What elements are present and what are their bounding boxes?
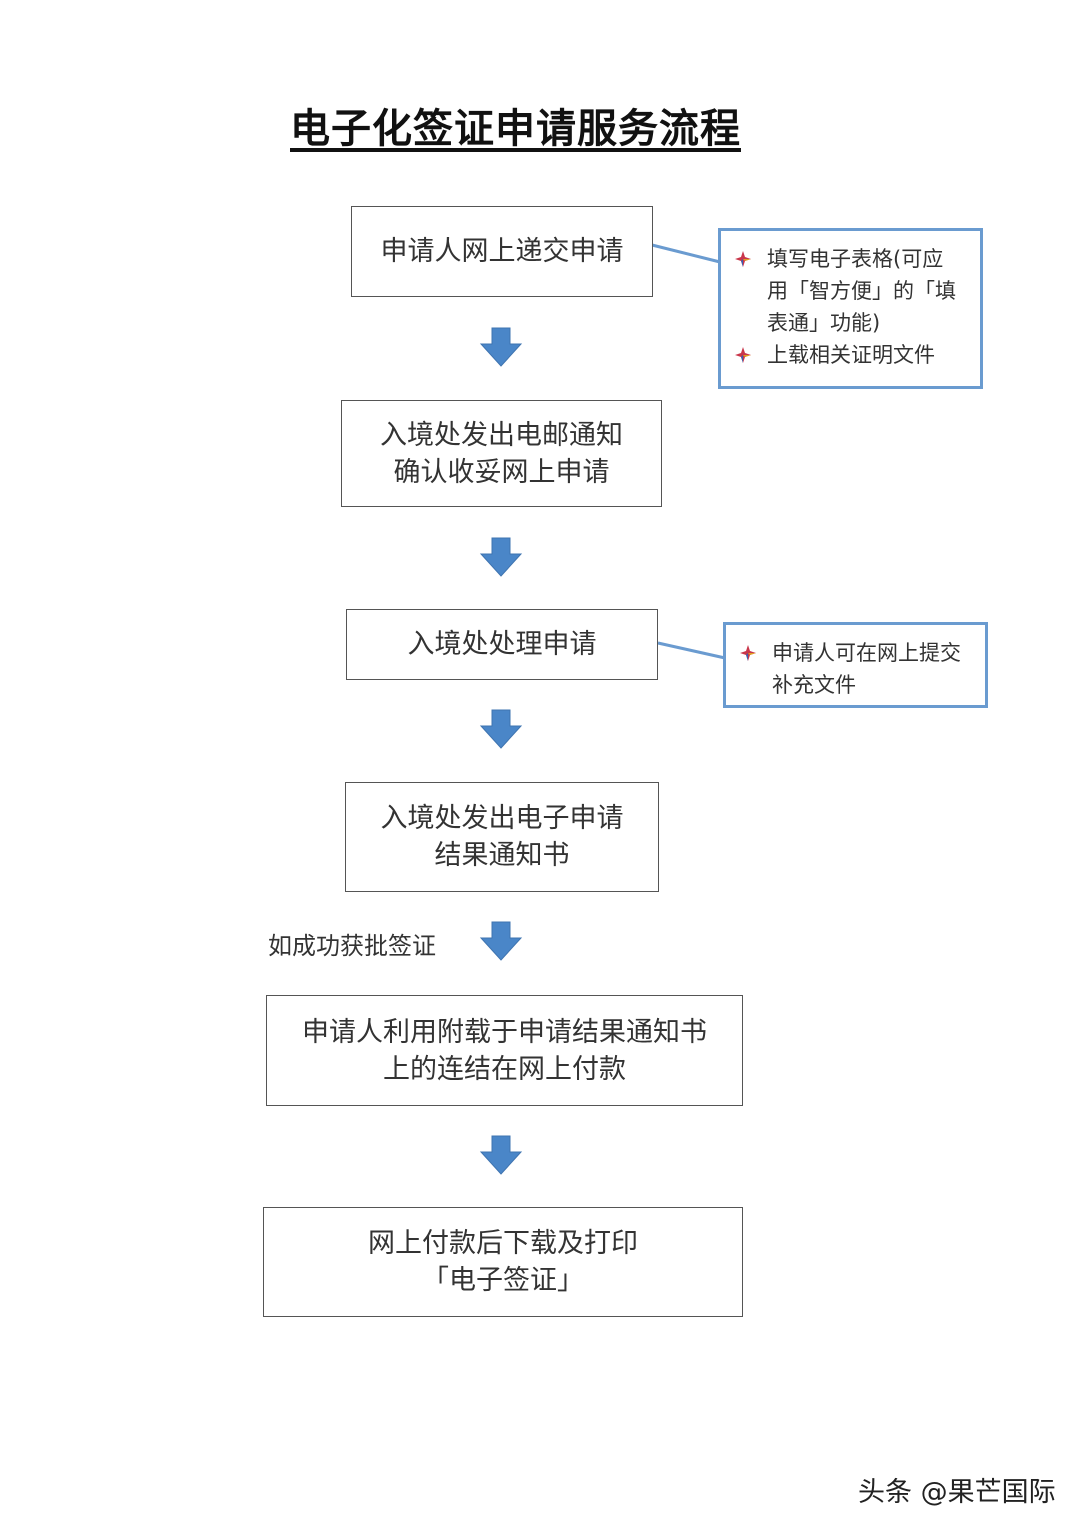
step-text: 入境处处理申请: [407, 629, 597, 660]
step-text: 入境处发出电邮通知: [380, 419, 623, 451]
down-arrow-4: [479, 921, 523, 961]
step-text: 申请人利用附载于申请结果通知书: [302, 1016, 707, 1048]
step-text: 网上付款后下载及打印: [368, 1228, 638, 1259]
step-text: 申请人网上递交申请: [380, 236, 624, 267]
connector-line-note-1: [651, 243, 721, 264]
bullet-icon: [738, 637, 772, 669]
note-bullet-item: 上载相关证明文件: [733, 339, 970, 371]
step-text: 上的连结在网上付款: [383, 1053, 626, 1085]
bullet-icon: [733, 339, 767, 371]
note-text: 申请人可在网上提交: [772, 641, 961, 665]
step-online-payment: 申请人利用附载于申请结果通知书 上的连结在网上付款: [266, 995, 743, 1106]
bullet-icon: [733, 243, 767, 275]
down-arrow-3: [479, 709, 523, 749]
note-text: 上载相关证明文件: [767, 343, 935, 367]
note-text: 填写电子表格(可应: [767, 247, 944, 271]
down-arrow-1: [479, 327, 523, 367]
step-result-notice: 入境处发出电子申请 结果通知书: [345, 782, 659, 892]
connector-line-note-2: [657, 641, 726, 660]
page-title: 电子化签证申请服务流程: [290, 106, 741, 152]
step-download-evisa: 网上付款后下载及打印 「电子签证」: [263, 1207, 743, 1317]
down-arrow-5: [479, 1135, 523, 1175]
step-text: 结果通知书: [434, 840, 570, 871]
step-email-confirmation: 入境处发出电邮通知 确认收妥网上申请: [341, 400, 662, 507]
step-text: 确认收妥网上申请: [393, 456, 610, 488]
condition-label: 如成功获批签证: [268, 932, 436, 960]
note-submission-details: 填写电子表格(可应 用「智方便」的「填 表通」功能) 上载相关证明文件: [718, 228, 983, 389]
note-text: 表通」功能): [767, 311, 881, 335]
note-supplementary-documents: 申请人可在网上提交 补充文件: [723, 622, 988, 708]
note-text: 用「智方便」的「填: [767, 279, 956, 303]
note-text: 补充文件: [772, 673, 856, 697]
step-process-application: 入境处处理申请: [346, 609, 658, 680]
note-bullet-item: 申请人可在网上提交 补充文件: [738, 637, 975, 701]
step-text: 入境处发出电子申请: [380, 803, 624, 834]
step-submit-application: 申请人网上递交申请: [351, 206, 653, 297]
down-arrow-2: [479, 537, 523, 577]
watermark: 头条 @果芒国际: [858, 1477, 1056, 1508]
step-text: 「电子签证」: [422, 1265, 584, 1296]
note-bullet-item: 填写电子表格(可应 用「智方便」的「填 表通」功能): [733, 243, 970, 339]
